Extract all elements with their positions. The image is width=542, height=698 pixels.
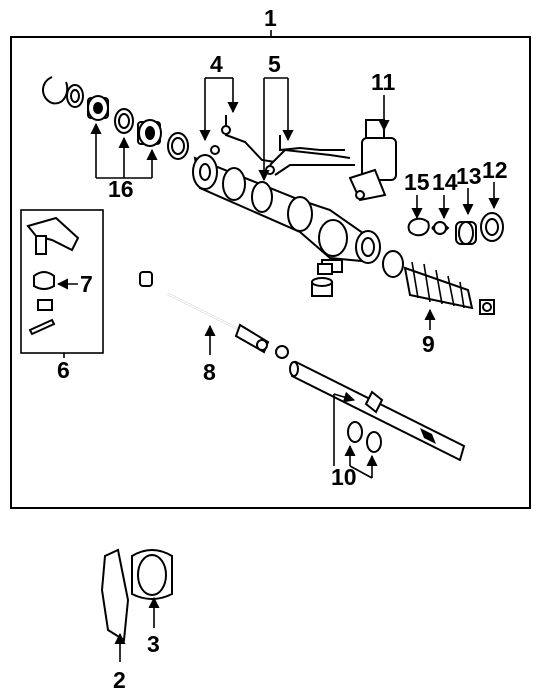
callout-5: 5 xyxy=(268,51,281,77)
callout-10-leaders xyxy=(333,391,378,479)
rack-seals xyxy=(347,421,382,453)
tie-rod-end-box xyxy=(20,209,104,354)
tie-rod-end-parts xyxy=(26,216,80,336)
callout-5-leaders xyxy=(258,77,294,182)
bellows-boot xyxy=(382,250,495,315)
callout-16: 16 xyxy=(108,176,134,202)
callout-1: 1 xyxy=(264,5,277,31)
callout-8: 8 xyxy=(203,359,216,385)
callout-14: 14 xyxy=(432,169,458,195)
callout-15: 15 xyxy=(404,169,430,195)
callout-11: 11 xyxy=(371,69,396,95)
mount-bracket-and-grommet xyxy=(100,548,173,642)
inner-tie-rod xyxy=(139,271,289,359)
callout-7: 7 xyxy=(80,271,93,297)
callout-16-leaders xyxy=(90,122,158,179)
callout-6: 6 xyxy=(57,357,70,383)
control-valve xyxy=(348,119,397,202)
callout-4: 4 xyxy=(210,51,223,77)
mount-nut-and-bushing xyxy=(311,263,333,297)
rack-housing xyxy=(192,154,381,273)
hydraulic-lines xyxy=(210,115,355,176)
callout-3: 3 xyxy=(147,631,160,657)
callout-9: 9 xyxy=(422,331,435,357)
callout-4-leaders xyxy=(199,77,239,142)
callout-13: 13 xyxy=(456,163,482,189)
callout-12: 12 xyxy=(482,157,508,183)
valve-seal-parts xyxy=(407,212,504,245)
seal-kit-upper-left xyxy=(42,76,189,160)
callout-2: 2 xyxy=(113,667,126,693)
callout-10: 10 xyxy=(331,464,357,490)
rack-bar xyxy=(289,360,466,462)
